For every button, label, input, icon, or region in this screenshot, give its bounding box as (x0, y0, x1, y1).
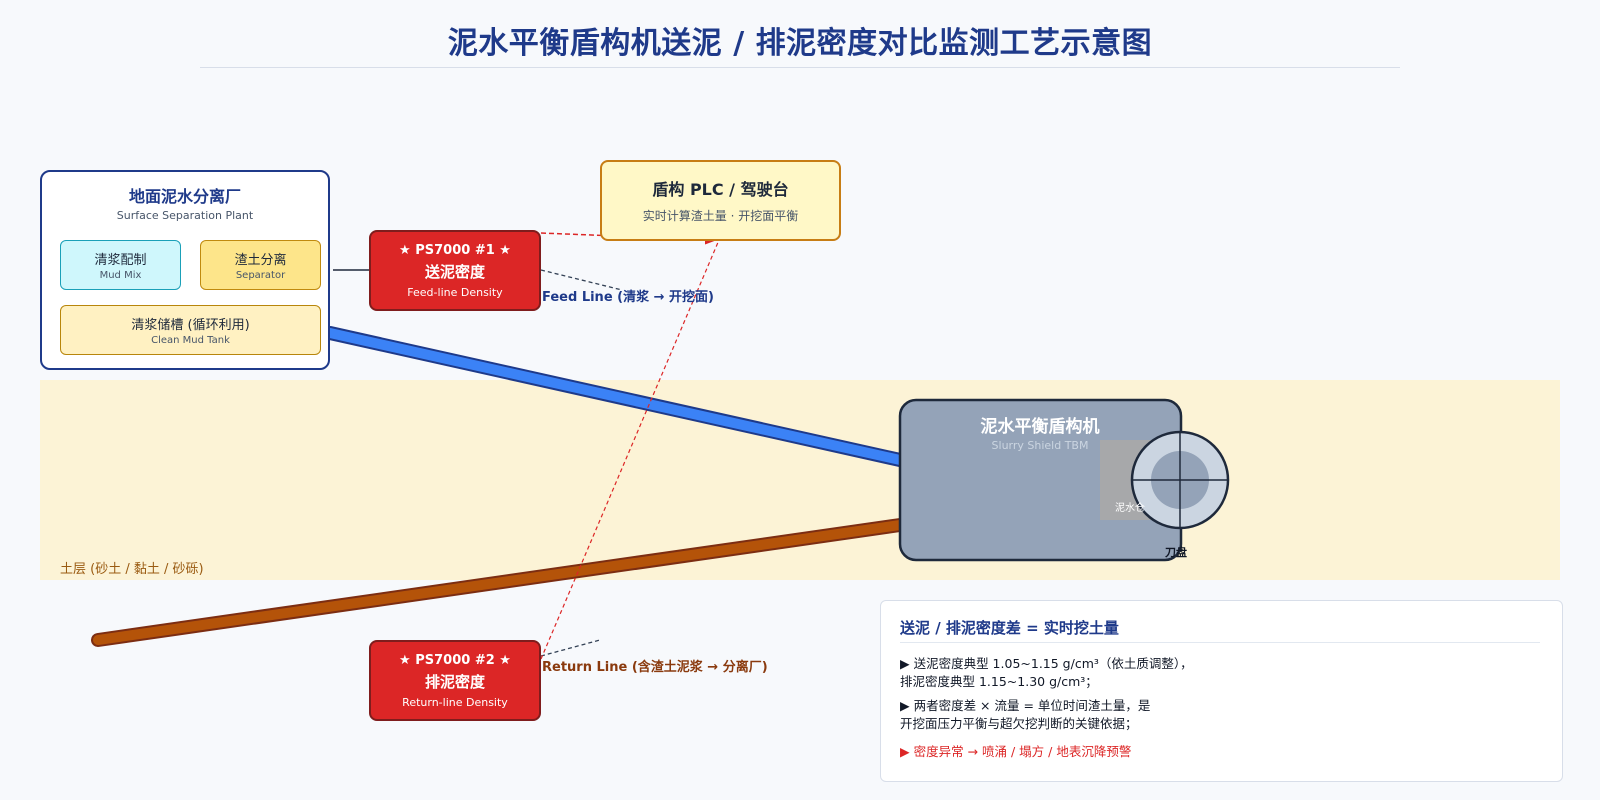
separator-label: 渣土分离 (234, 253, 287, 268)
page-title: 泥水平衡盾构机送泥 / 排泥密度对比监测工艺示意图 (447, 26, 1153, 61)
clean-mud-tank-box: 清浆储槽 (循环利用) Clean Mud Tank (60, 305, 321, 355)
note-divider (900, 642, 1540, 643)
soil-layer (40, 380, 1560, 580)
cutterhead-label: 刀盘 (1165, 546, 1187, 559)
return-line-label: Return Line (含渣土泥浆 → 分离厂) (542, 660, 768, 675)
return-density-sensor: ★ PS7000 #2 ★ 排泥密度 Return-line Density (369, 640, 541, 721)
return-sensor-en: Return-line Density (402, 696, 508, 709)
mud-mix-en: Mud Mix (99, 270, 142, 281)
surface-plant-subtitle: Surface Separation Plant (116, 209, 254, 222)
tbm-subtitle: Slurry Shield TBM (991, 439, 1089, 452)
title-divider (200, 67, 1400, 68)
note-title: 送泥 / 排泥密度差 = 实时挖土量 (900, 619, 1119, 637)
feed-sensor-name: 送泥密度 (424, 263, 485, 281)
plc-subtitle: 实时计算渣土量 · 开挖面平衡 (642, 209, 799, 223)
return-sensor-id: ★ PS7000 #2 ★ (399, 653, 511, 668)
mud-mix-box: 清浆配制 Mud Mix (60, 240, 181, 290)
feed-sensor-id: ★ PS7000 #1 ★ (399, 243, 511, 258)
separator-box: 渣土分离 Separator (200, 240, 321, 290)
return-signal-line (540, 239, 720, 660)
soil-layer-label: 土层 (砂土 / 黏土 / 砂砾) (60, 562, 204, 577)
feed-pipe (325, 328, 905, 465)
plc-box: 盾构 PLC / 驾驶台 实时计算渣土量 · 开挖面平衡 (600, 160, 841, 241)
feed-sensor-en: Feed-line Density (407, 286, 503, 299)
note-warning: ▶ 密度异常 → 喷涌 / 塌方 / 地表沉降预警 (900, 744, 1132, 759)
note-line-4: 开挖面压力平衡与超欠挖判断的关键依据； (900, 716, 1138, 731)
feed-line-label: Feed Line (清浆 → 开挖面) (542, 290, 714, 305)
plc-title: 盾构 PLC / 驾驶台 (652, 180, 789, 199)
mud-mix-label: 清浆配制 (94, 253, 147, 268)
note-line-1: ▶ 送泥密度典型 1.05~1.15 g/cm³（依土质调整）， (900, 656, 1193, 671)
return-leader-line (540, 639, 601, 657)
tbm-title: 泥水平衡盾构机 (980, 417, 1100, 437)
note-panel (880, 600, 1563, 782)
clean-mud-tank-en: Clean Mud Tank (151, 335, 230, 346)
slurry-chamber-label: 泥水仓 (1115, 503, 1145, 514)
return-sensor-name: 排泥密度 (424, 673, 485, 691)
surface-plant-title: 地面泥水分离厂 (128, 187, 241, 206)
separator-en: Separator (235, 270, 286, 281)
return-pipe (93, 520, 905, 645)
note-line-2: 排泥密度典型 1.15~1.30 g/cm³； (900, 674, 1098, 689)
feed-density-sensor: ★ PS7000 #1 ★ 送泥密度 Feed-line Density (369, 230, 541, 311)
note-line-3: ▶ 两者密度差 × 流量 = 单位时间渣土量，是 (900, 698, 1151, 713)
clean-mud-tank-label: 清浆储槽 (循环利用) (131, 318, 250, 333)
